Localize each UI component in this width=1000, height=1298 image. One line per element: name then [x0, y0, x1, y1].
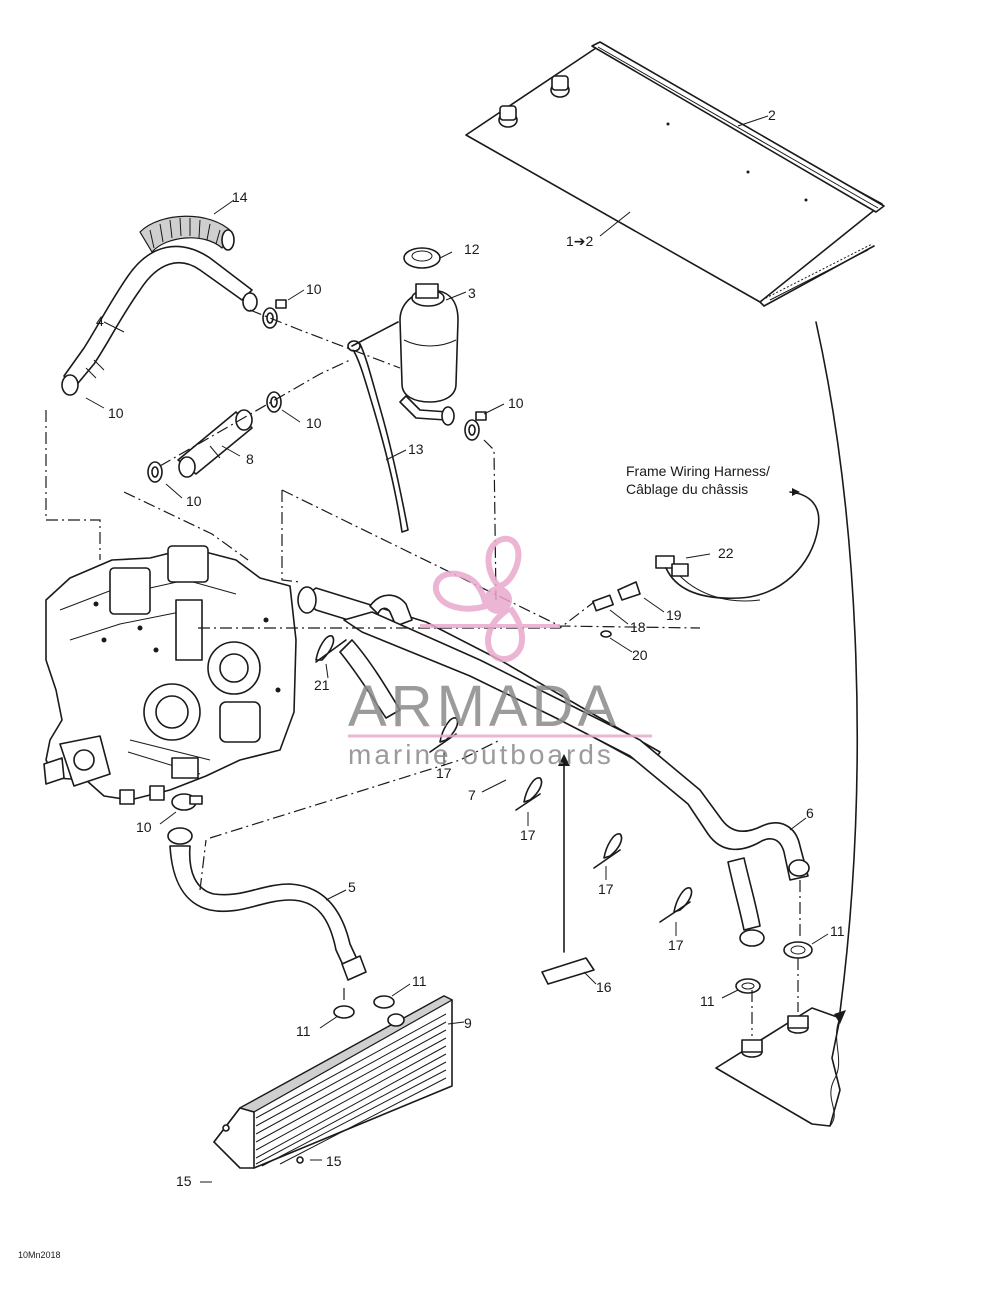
clamp-11-set [333, 941, 813, 1027]
callout-5: 5 [348, 879, 356, 895]
callout-13: 13 [408, 441, 424, 457]
part-16-rubber-block [541, 957, 595, 985]
callout-20: 20 [632, 647, 648, 663]
callout-12: 12 [464, 241, 480, 257]
clamp-10-set [147, 292, 487, 483]
part-14-corrugated-hose [139, 215, 235, 254]
callout-10-a: 10 [306, 281, 322, 297]
callout-17-c: 17 [598, 881, 614, 897]
callout-4: 4 [96, 313, 104, 329]
part-12-reservoir-cap [403, 247, 441, 269]
callout-21: 21 [314, 677, 330, 693]
part-9-heat-exchanger [213, 995, 454, 1169]
callout-leaders [85, 115, 829, 1183]
part-8-short-hose [177, 409, 253, 478]
callout-3: 3 [468, 285, 476, 301]
callout-10-d: 10 [508, 395, 524, 411]
watermark-brand: ARMADA [348, 674, 620, 739]
part-2-hood-panel [465, 41, 885, 307]
callout-9: 9 [464, 1015, 472, 1031]
callout-10-b: 10 [108, 405, 124, 421]
floor-panel-right [715, 1007, 841, 1127]
callout-7: 7 [468, 787, 476, 803]
callout-15-a: 15 [176, 1173, 192, 1189]
armada-watermark: ARMADA marine outboards [348, 535, 652, 770]
sensor-assembly [592, 491, 820, 638]
part-6-long-hose [343, 611, 810, 947]
callout-17-a: 17 [436, 765, 452, 781]
harness-label-line2: Câblage du châssis [626, 481, 748, 497]
installation-arrow [558, 321, 858, 1024]
part-13-overflow-tube [347, 321, 409, 533]
callout-17-d: 17 [668, 937, 684, 953]
part-3-coolant-reservoir [399, 283, 459, 426]
callout-labels: 1➔2 2 3 4 5 6 7 8 9 10 10 10 10 10 10 11… [18, 107, 845, 1260]
callout-2: 2 [768, 107, 776, 123]
callout-18: 18 [630, 619, 646, 635]
callout-10-e: 10 [186, 493, 202, 509]
harness-label-line1: Frame Wiring Harness/ [626, 463, 770, 479]
part-4-upper-hose [61, 245, 253, 396]
engine-block [43, 545, 297, 811]
callout-10-c: 10 [306, 415, 322, 431]
callout-14: 14 [232, 189, 248, 205]
callout-11-d: 11 [700, 993, 715, 1009]
callout-15-b: 15 [326, 1153, 342, 1169]
callout-10-f: 10 [136, 819, 152, 835]
callout-8: 8 [246, 451, 254, 467]
callout-11-c: 11 [830, 923, 845, 939]
callout-6: 6 [806, 805, 814, 821]
callout-11-b: 11 [296, 1023, 311, 1039]
watermark-tagline: marine outboards [348, 739, 614, 770]
part-5-lower-hose [167, 827, 367, 981]
callout-16: 16 [596, 979, 612, 995]
callout-19: 19 [666, 607, 682, 623]
cable-ties [315, 635, 693, 923]
propeller-logo-icon [420, 535, 560, 663]
callout-1-to-2: 1➔2 [566, 233, 594, 249]
callout-11-a: 11 [412, 973, 427, 989]
figure-code: 10Mn2018 [18, 1250, 61, 1260]
callout-17-b: 17 [520, 827, 536, 843]
callout-22: 22 [718, 545, 734, 561]
